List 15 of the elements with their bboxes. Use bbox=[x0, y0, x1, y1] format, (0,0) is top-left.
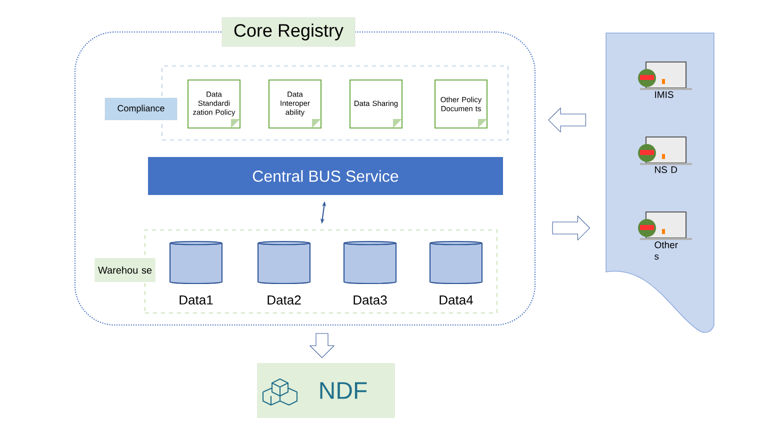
database-label: Data3 bbox=[354, 295, 387, 305]
heading-box: Core Registry bbox=[222, 17, 356, 47]
block-arrow bbox=[309, 333, 335, 358]
system-label: NS D bbox=[655, 166, 678, 173]
output-box: NDF bbox=[257, 363, 395, 418]
system-label: IMIS bbox=[655, 91, 674, 98]
database-label: Data1 bbox=[180, 295, 213, 305]
block-arrow bbox=[552, 215, 590, 241]
database-label: Data2 bbox=[268, 295, 301, 305]
group-label: Compliance bbox=[104, 98, 178, 120]
system-label: Other s bbox=[654, 241, 678, 260]
database-label: Data4 bbox=[440, 295, 473, 305]
group-label: Warehou se bbox=[94, 258, 156, 282]
bus-banner: Central BUS Service bbox=[148, 157, 503, 195]
block-arrow bbox=[548, 107, 586, 133]
